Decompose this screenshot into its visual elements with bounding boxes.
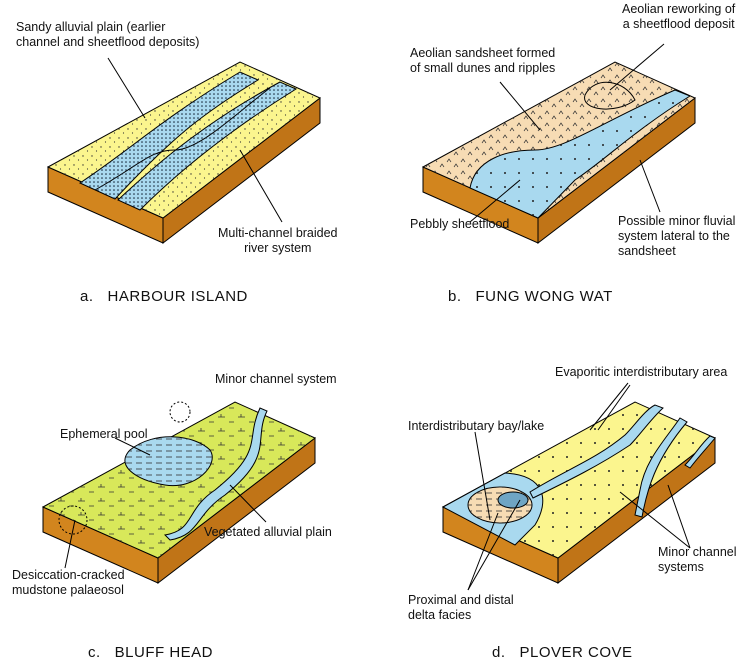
label-aeolian-sandsheet: Aeolian sandsheet formed of small dunes …	[410, 46, 556, 75]
panel-title-b: b. FUNG WONG WAT	[448, 288, 627, 305]
label-aeolian-reworking: Aeolian reworking of a sheetflood deposi…	[622, 2, 736, 31]
panel-letter: b.	[448, 288, 462, 305]
panel-title: FUNG WONG WAT	[475, 288, 613, 305]
label-ephemeral-pool: Ephemeral pool	[60, 427, 148, 441]
panel-letter: d.	[492, 644, 506, 661]
label-evaporitic-area: Evaporitic interdistributary area	[555, 365, 728, 379]
panel-title-d: d. PLOVER COVE	[492, 644, 647, 661]
panel-title: HARBOUR ISLAND	[107, 288, 248, 305]
panel-title-a: a. HARBOUR ISLAND	[80, 288, 262, 305]
panel-letter: a.	[80, 288, 94, 305]
block-bluff-head	[41, 401, 316, 584]
label-vegetated-alluvial-plain: Vegetated alluvial plain	[204, 525, 332, 539]
label-minor-channel-systems: Minor channel systems	[658, 545, 737, 574]
label-sandy-alluvial-plain: Sandy alluvial plain (earlier channel an…	[16, 20, 200, 49]
label-braided-river: Multi-channel braided river system	[218, 226, 338, 255]
label-desiccation-cracked: Desiccation-cracked mudstone palaeosol	[12, 568, 125, 597]
block-fung-wong-wat	[421, 61, 696, 244]
label-delta-facies: Proximal and distal delta facies	[408, 593, 514, 622]
panel-title: PLOVER COVE	[519, 644, 633, 661]
panel-title: BLUFF HEAD	[114, 644, 214, 661]
leader-lines	[64, 43, 691, 591]
panel-letter: c.	[88, 644, 101, 661]
block-plover-cove	[441, 401, 716, 584]
label-pebbly-sheetflood: Pebbly sheetflood	[410, 217, 510, 231]
block-harbour-island	[46, 61, 321, 244]
panel-title-c: c. BLUFF HEAD	[88, 644, 227, 661]
label-minor-channel-system: Minor channel system	[215, 372, 337, 386]
label-interdistributary-bay: Interdistributary bay/lake	[408, 419, 545, 433]
label-minor-fluvial: Possible minor fluvial system lateral to…	[618, 214, 736, 258]
